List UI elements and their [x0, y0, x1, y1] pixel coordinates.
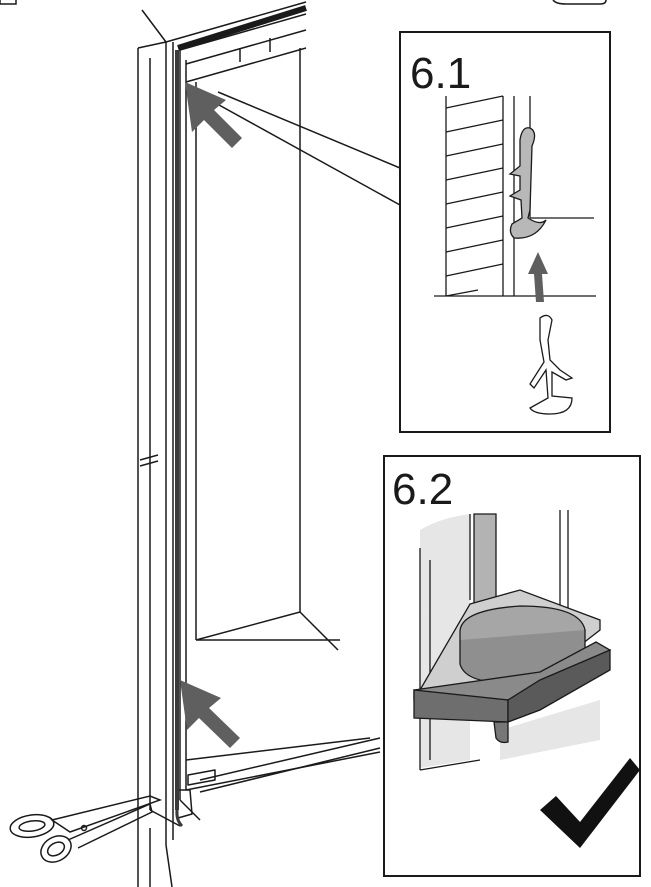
scissors-icon [9, 795, 163, 863]
callout-6-1-leader [209, 91, 401, 206]
callout-6-1-label: 6.1 [410, 49, 471, 98]
arrow-icon [528, 252, 548, 302]
top-corner-fragments [0, 0, 607, 5]
gasket-strip [473, 513, 497, 605]
callout-6-2-leader [199, 737, 381, 793]
arrow-icon [185, 82, 242, 148]
panel-edges [419, 510, 569, 771]
checkmark-icon [540, 758, 640, 848]
foot-block [413, 641, 612, 744]
door-gasket [175, 5, 307, 828]
arrow-icon [180, 680, 240, 748]
callout-6-2-box: 6.2 [383, 455, 641, 877]
gasket-profile-installed [508, 127, 547, 239]
callout-6-1-box: 6.1 [399, 31, 611, 433]
callout-6-2-label: 6.2 [392, 465, 453, 514]
appliance-cabinet [137, 1, 381, 887]
background-shade [420, 514, 470, 612]
gasket-profile-loose [529, 314, 574, 415]
